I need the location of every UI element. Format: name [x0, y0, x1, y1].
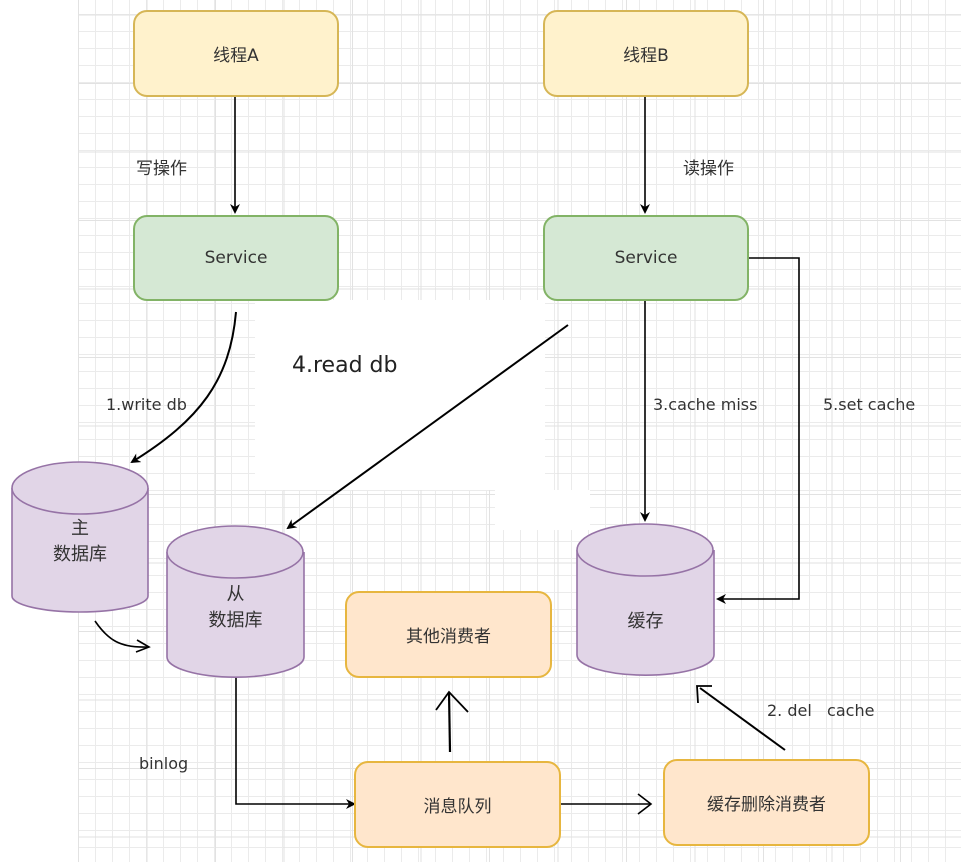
- master-db-label: 主 数据库: [12, 516, 148, 568]
- service-b-node[interactable]: Service: [543, 215, 749, 301]
- edge-write-db: [130, 311, 237, 464]
- thread-a-node[interactable]: 线程A: [133, 10, 339, 97]
- cache-label: 缓存: [577, 609, 714, 635]
- edge-set-cache: [716, 257, 800, 604]
- service-a-label: Service: [204, 248, 268, 268]
- right-arrowhead: [637, 793, 653, 815]
- thread-a-label: 线程A: [213, 46, 259, 66]
- cache-delete-consumer-label: 缓存删除消费者: [707, 795, 826, 815]
- other-consumers-node[interactable]: 其他消费者: [345, 591, 552, 678]
- write-op-label: 写操作: [136, 159, 187, 179]
- read-op-label: 读操作: [683, 159, 734, 179]
- message-queue-label: 消息队列: [423, 797, 492, 817]
- whiteout-patch: [255, 300, 545, 490]
- message-queue-node[interactable]: 消息队列: [354, 761, 561, 848]
- cache-label-text: 缓存: [627, 611, 664, 632]
- read-db-label: 4.read db: [292, 353, 398, 378]
- edge-mq-to-other-consumers: [447, 691, 452, 753]
- whiteout-patch: [495, 490, 590, 530]
- del-arrowhead: [696, 685, 712, 704]
- up-arrowhead: [435, 690, 469, 713]
- service-b-label: Service: [614, 248, 678, 268]
- slave-db-cylinder[interactable]: [166, 525, 305, 678]
- thread-b-label: 线程B: [623, 46, 669, 66]
- replication-arrowhead: [135, 639, 151, 653]
- set-cache-label: 5.set cache: [823, 395, 916, 414]
- master-db-cylinder[interactable]: [11, 461, 149, 613]
- master-db-label-line2: 数据库: [53, 544, 107, 565]
- cache-delete-consumer-node[interactable]: 缓存删除消费者: [663, 759, 870, 846]
- binlog-label: binlog: [139, 754, 189, 773]
- slave-db-label: 从 数据库: [167, 582, 304, 634]
- slave-db-label-line1: 从: [226, 584, 245, 605]
- del-cache-label: 2. del cache: [767, 701, 875, 720]
- write-db-label: 1.write db: [106, 395, 187, 414]
- cache-miss-label: 3.cache miss: [653, 395, 758, 414]
- cache-cylinder[interactable]: [576, 523, 715, 676]
- other-consumers-label: 其他消费者: [406, 627, 491, 647]
- edge-replication: [94, 620, 149, 648]
- edge-del-cache: [699, 687, 786, 751]
- slave-db-label-line2: 数据库: [208, 610, 263, 631]
- thread-b-node[interactable]: 线程B: [543, 10, 749, 97]
- master-db-label-line1: 主: [71, 518, 89, 539]
- edge-binlog: [235, 677, 356, 809]
- edge-read-db: [286, 324, 569, 530]
- service-a-node[interactable]: Service: [133, 215, 339, 301]
